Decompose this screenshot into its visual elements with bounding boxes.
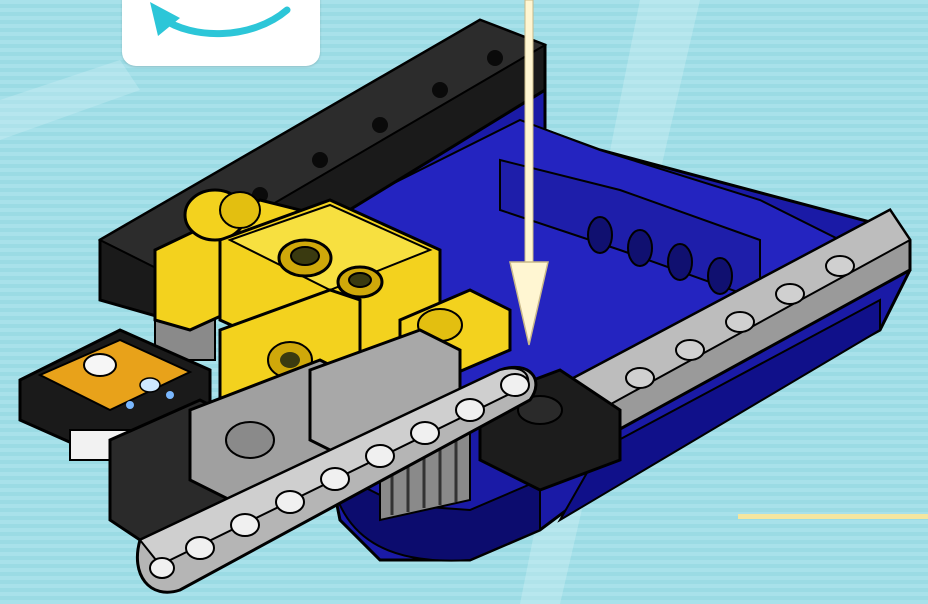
rotate-arrow-icon [122,0,320,66]
rotate-model-callout [122,0,320,66]
accent-line [738,514,928,519]
